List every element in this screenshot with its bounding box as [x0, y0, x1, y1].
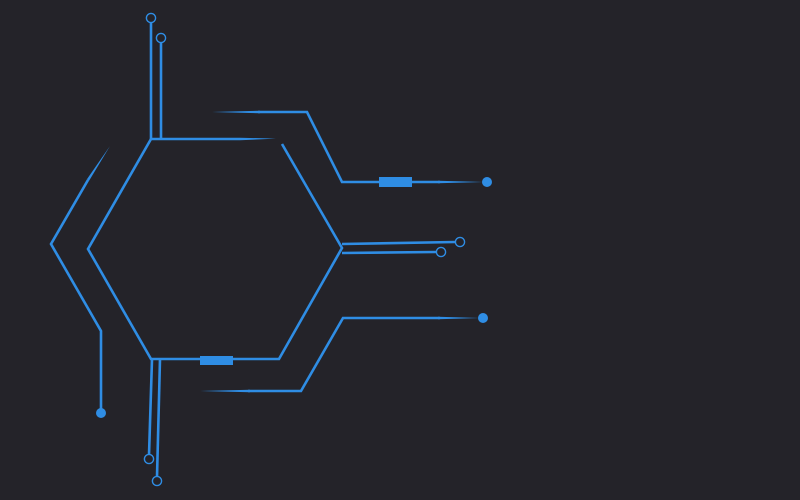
- upper-trace-taper: [212, 110, 260, 114]
- hexagon-top-taper: [240, 137, 276, 141]
- top-lead-outer-pad: [145, 12, 157, 24]
- middle-lead-lower-pad: [435, 246, 447, 258]
- hexagon-trace: [86, 137, 344, 361]
- upper-resistor: [379, 177, 412, 187]
- left-chevron-pad: [96, 408, 106, 418]
- bottom-lead-inner: [155, 358, 162, 478]
- middle-lead-lower: [341, 250, 437, 255]
- left-chevron-trace: [49, 179, 103, 410]
- bottom-lead-inner-pad: [151, 475, 163, 487]
- lower-trace-taper: [200, 389, 250, 393]
- upper-trace-end-taper: [438, 180, 484, 184]
- lower-trace-pad: [478, 313, 488, 323]
- lower-right-trace: [248, 316, 440, 393]
- upper-trace-pad: [482, 177, 492, 187]
- bottom-lead-outer-pad: [143, 453, 155, 465]
- bottom-lead-outer: [147, 358, 154, 456]
- left-chevron-taper: [86, 146, 110, 181]
- top-lead-inner-pad: [155, 32, 167, 44]
- middle-lead-upper: [341, 240, 456, 246]
- bottom-resistor: [200, 356, 233, 365]
- lower-trace-end-taper: [438, 316, 480, 320]
- upper-right-trace: [258, 110, 440, 184]
- middle-lead-upper-pad: [454, 236, 466, 248]
